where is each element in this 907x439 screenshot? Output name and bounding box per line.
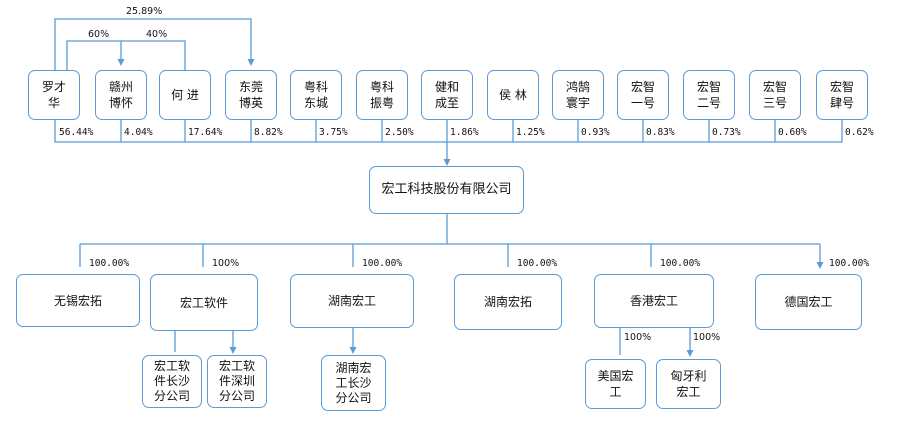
pct-shareholder-dongguan: 8.82% (254, 127, 283, 138)
shareholder-luo-caihua: 罗才 华 (28, 70, 80, 120)
shareholder-ganzhou-bohuai: 赣州 博怀 (95, 70, 147, 120)
pct-shareholder-yueke-dongcheng: 3.75% (319, 127, 348, 138)
shareholder-hongzhi-2: 宏智 二号 (683, 70, 735, 120)
pct-hk-hungary: 100% (693, 332, 721, 343)
shareholder-honghu-huanyu: 鸿鹄 寰宇 (552, 70, 604, 120)
pct-hk-usa: 100% (624, 332, 652, 343)
pct-luo-to-ganzhou: 60% (88, 29, 110, 40)
pct-sub-germany: 100.00% (829, 258, 870, 269)
shareholder-bus (54, 120, 843, 143)
subsidiary-hongkong-honggong: 香港宏工 (594, 274, 714, 328)
pct-shareholder-hongzhi-1: 0.83% (646, 127, 675, 138)
pct-shareholder-honghu: 0.93% (581, 127, 610, 138)
pct-sub-hongkong: 100.00% (660, 258, 701, 269)
shareholder-hongzhi-3: 宏智 三号 (749, 70, 801, 120)
pct-sub-wuxi: 100.00% (89, 258, 130, 269)
shareholder-hongzhi-4: 宏智 肆号 (816, 70, 868, 120)
pct-shareholder-hou: 1.25% (516, 127, 545, 138)
shareholder-yueke-zhenyue: 粤科 振粤 (356, 70, 408, 120)
shareholder-jianhe-chengzhi: 健和 成至 (421, 70, 473, 120)
pct-shareholder-hongzhi-3: 0.60% (778, 127, 807, 138)
shareholder-hou-lin: 侯 林 (487, 70, 539, 120)
shareholder-dongguan-boying: 东莞 博英 (225, 70, 277, 120)
pct-shareholder-he: 17.64% (188, 127, 223, 138)
branch-software-changsha: 宏工软 件长沙 分公司 (142, 355, 202, 408)
link-luo-to-ganzhou (66, 40, 186, 70)
pct-luo-to-dongguan: 25.89% (126, 6, 163, 17)
pct-shareholder-hongzhi-4: 0.62% (845, 127, 874, 138)
hk-sub-usa-honggong: 美国宏 工 (585, 359, 646, 409)
subsidiary-wuxi-hongtuo: 无锡宏拓 (16, 274, 140, 327)
pct-shareholder-jianhe: 1.86% (450, 127, 479, 138)
shareholder-yueke-dongcheng: 粤科 东城 (290, 70, 342, 120)
pct-sub-hunan-hongtuo: 100.00% (517, 258, 558, 269)
shareholder-hongzhi-1: 宏智 一号 (617, 70, 669, 120)
subsidiary-hunan-hongtuo: 湖南宏拓 (454, 274, 562, 330)
pct-sub-software: 100% (212, 258, 240, 269)
shareholder-he-jin: 何 进 (159, 70, 211, 120)
hk-sub-hungary-honggong: 匈牙利 宏工 (656, 359, 721, 409)
pct-shareholder-yueke-zhenyue: 2.50% (385, 127, 414, 138)
pct-shareholder-ganzhou: 4.04% (124, 127, 153, 138)
link-luo-to-dongguan (54, 18, 255, 70)
pct-sub-hunan-honggong: 100.00% (362, 258, 403, 269)
subsidiary-honggong-software: 宏工软件 (150, 274, 258, 331)
pct-shareholder-hongzhi-2: 0.73% (712, 127, 741, 138)
branch-software-shenzhen: 宏工软 件深圳 分公司 (207, 355, 267, 408)
pct-shareholder-luo: 56.44% (59, 127, 94, 138)
branch-hunan-changsha: 湖南宏 工长沙 分公司 (321, 355, 386, 411)
subsidiary-hunan-honggong: 湖南宏工 (290, 274, 414, 328)
company-box: 宏工科技股份有限公司 (369, 166, 524, 214)
subsidiary-germany-honggong: 德国宏工 (755, 274, 862, 330)
pct-he-to-ganzhou: 40% (146, 29, 168, 40)
